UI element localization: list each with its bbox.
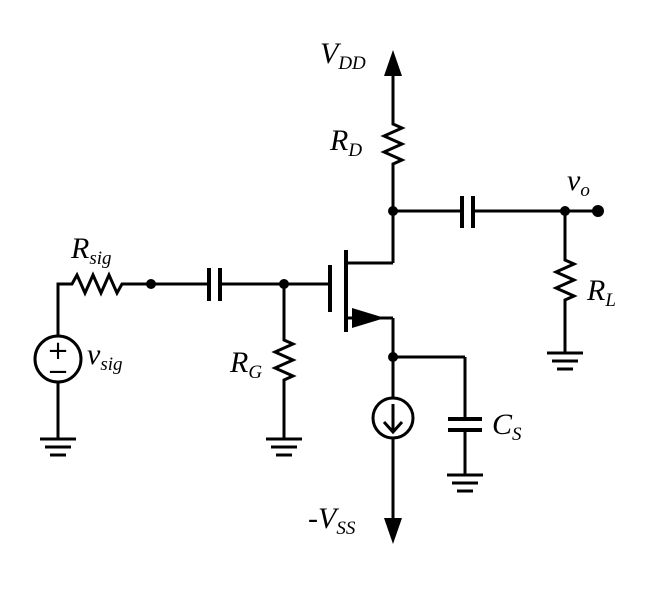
source-arrow-icon (352, 308, 385, 328)
plus-symbol: + (47, 336, 69, 366)
rg-resistor (271, 284, 297, 438)
vo-terminal (592, 205, 604, 217)
vdd-rail (384, 50, 402, 118)
input-coupling-capacitor (151, 268, 330, 301)
vsig-ground (40, 437, 76, 457)
rl-label: RL (586, 274, 616, 311)
cs-ground (447, 473, 483, 493)
rd-resistor (380, 118, 406, 211)
vss-arrow-icon (384, 518, 402, 544)
vo-label: vo (567, 164, 590, 201)
rg-ground (266, 437, 302, 457)
mosfet-transistor (328, 211, 395, 356)
rd-label: RD (329, 124, 362, 161)
rl-resistor (552, 211, 578, 352)
cs-label: CS (492, 408, 522, 445)
rsig-resistor (56, 271, 151, 336)
vsig-label: vsig (87, 338, 123, 375)
rsig-label: Rsig (70, 232, 112, 269)
cs-capacitor (448, 417, 482, 432)
vss-label: -VSS (308, 502, 356, 539)
current-source (371, 396, 415, 440)
output-coupling-capacitor (393, 196, 597, 228)
rl-ground (547, 351, 583, 371)
rg-label: RG (229, 346, 262, 383)
vdd-label: VDD (320, 37, 366, 74)
minus-symbol: − (47, 357, 69, 387)
